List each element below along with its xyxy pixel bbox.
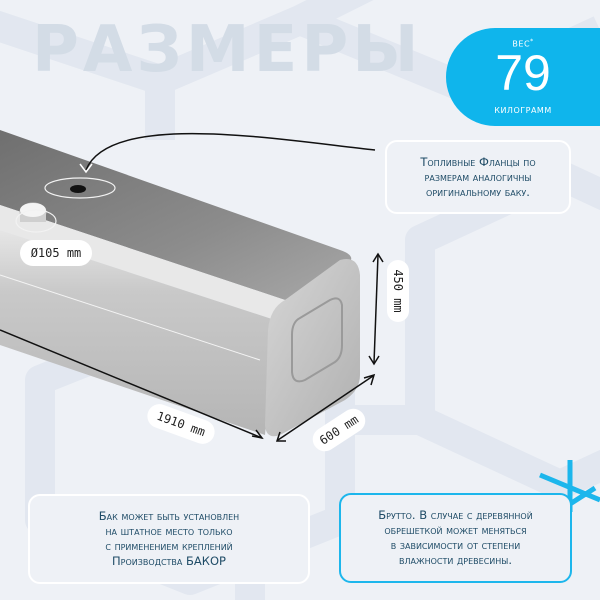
weight-unit: КИЛОГРАММ (494, 106, 552, 115)
note-line: Бак может быть установлен (98, 509, 240, 523)
note-line: Брутто. В случае с деревянной (378, 508, 533, 522)
weight-caption-text: ВЕС (512, 39, 531, 49)
weight-badge: ВЕС* 79 КИЛОГРАММ (446, 28, 600, 126)
note-line: в зависимости от степени (390, 538, 521, 552)
note-line: Производства БАКОР (112, 554, 226, 568)
note-line: влажности древесины. (399, 553, 512, 567)
page-title: РАЗМЕРЫ (32, 13, 423, 87)
tank-edge-highlight (0, 205, 285, 320)
note-line: оригинальному баку. (426, 184, 530, 199)
note-line: размерам аналогичны (424, 169, 532, 184)
height-label: 450 mm (387, 260, 409, 322)
tank-end-face (265, 259, 360, 437)
note-line: с применением креплений (105, 539, 233, 553)
callout-line (85, 132, 376, 171)
tank-top-face (0, 130, 352, 300)
flange-diameter-label: Ø105 mm (20, 240, 92, 266)
tank-side-face (0, 230, 275, 435)
tank-end-panel (291, 297, 343, 383)
asterisk-mark: * (530, 38, 534, 45)
note-line: Топливные Фланцы по (420, 154, 536, 169)
weight-value: 79 (495, 45, 551, 101)
note-flanges: Топливные Фланцы по размерам аналогичны … (385, 140, 571, 214)
weight-caption: ВЕС* (446, 38, 600, 49)
note-line: на штатное место только (105, 524, 233, 538)
note-mounting: Бак может быть установлен на штатное мес… (28, 494, 310, 584)
note-gross-weight: Брутто. В случае с деревянной обрешеткой… (339, 493, 572, 583)
note-line: обрешеткой может меняться (384, 523, 527, 537)
